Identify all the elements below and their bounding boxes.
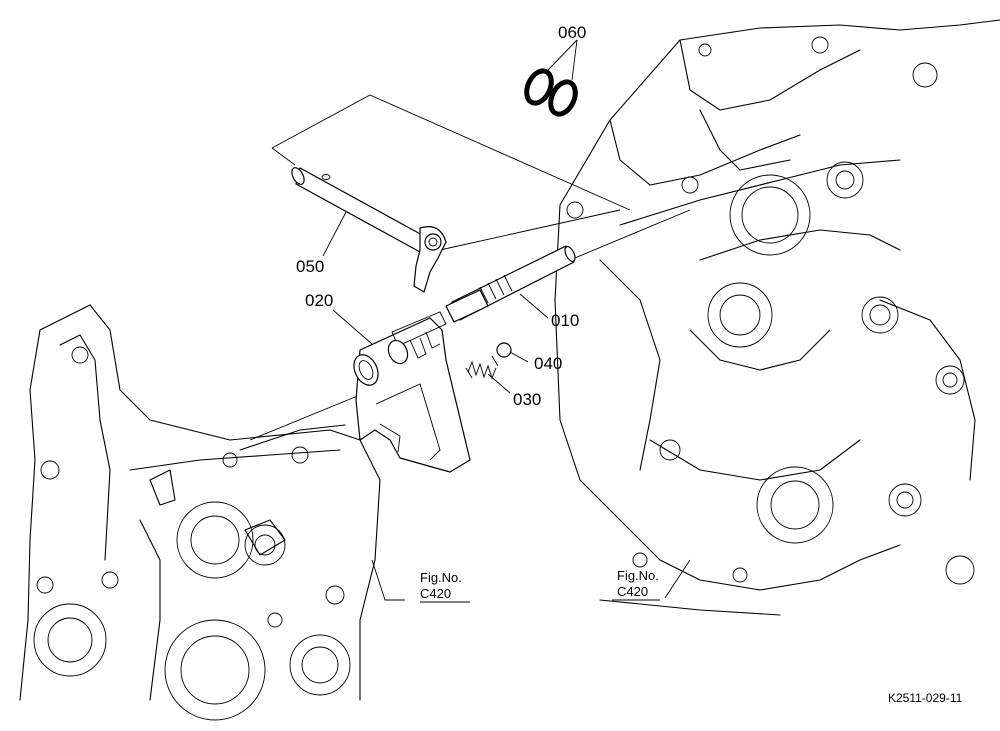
fig-ref-right-line2: C420	[617, 584, 648, 599]
callout-060[interactable]: 060	[558, 23, 586, 42]
fig-ref-left[interactable]: Fig.No. C420	[420, 570, 462, 601]
fig-ref-left-line2: C420	[420, 586, 451, 601]
assembly-centerlines	[249, 94, 691, 441]
part-040-ball	[496, 342, 512, 358]
part-020-shift-fork	[353, 311, 471, 473]
leader-lines	[322, 39, 691, 603]
part-010-shift-rod	[445, 245, 576, 323]
callout-020[interactable]: 020	[305, 291, 333, 310]
right-transmission-case	[554, 19, 1000, 616]
part-060-o-rings	[524, 68, 578, 117]
callout-030[interactable]: 030	[513, 390, 541, 409]
callout-labels: 060 050 020 010 040 030	[296, 23, 586, 409]
fig-ref-right-line1: Fig.No.	[617, 568, 659, 583]
part-050-fork-shaft	[291, 167, 447, 293]
fig-ref-right[interactable]: Fig.No. C420	[617, 568, 659, 599]
callout-050[interactable]: 050	[296, 257, 324, 276]
callout-040[interactable]: 040	[534, 354, 562, 373]
fig-ref-left-line1: Fig.No.	[420, 570, 462, 585]
callout-010[interactable]: 010	[551, 311, 579, 330]
drawing-code: K2511-029-11	[888, 691, 963, 705]
left-transmission-case	[19, 304, 381, 721]
part-030-spring	[465, 355, 499, 380]
